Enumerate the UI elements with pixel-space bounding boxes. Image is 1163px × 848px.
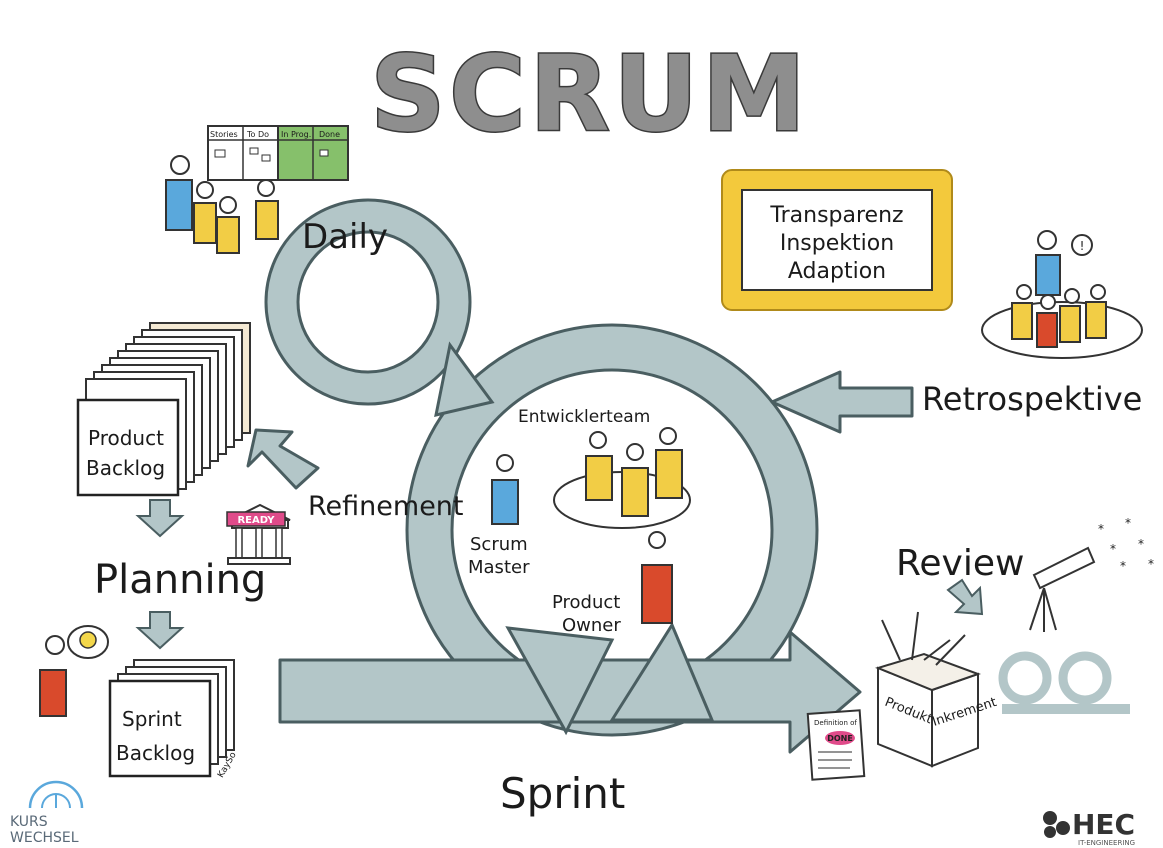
- svg-text:*: *: [1138, 537, 1144, 551]
- cycle-arrowhead-bottom: [505, 626, 615, 736]
- board-col-stories: Stories: [210, 130, 238, 139]
- definition-of-done-paper: [806, 709, 866, 781]
- svg-text:*: *: [1098, 522, 1104, 536]
- product-backlog-stack: [76, 322, 251, 497]
- increment-box: [875, 611, 981, 768]
- retrospektive-label: Retrospektive: [922, 380, 1142, 418]
- kurswechsel-logo-line1: KURS: [10, 814, 48, 830]
- hec-logo-icon: [1043, 811, 1070, 838]
- product-backlog-label-2: Backlog: [86, 456, 165, 480]
- mini-cycles-icon: [998, 651, 1130, 714]
- review-arrow: [946, 578, 984, 616]
- planning-label: Planning: [94, 557, 266, 603]
- svg-text:!: !: [1080, 239, 1085, 253]
- task-board: [207, 125, 349, 181]
- refinement-label: Refinement: [308, 491, 464, 522]
- scrum-master-icon: [491, 454, 519, 525]
- page-title: SCRUM: [370, 33, 809, 155]
- done-label: DONE: [827, 734, 853, 743]
- retro-arrow: [770, 370, 914, 434]
- scrum-master-label-2: Master: [468, 557, 530, 578]
- definition-of-label: Definition of: [814, 719, 857, 727]
- ready-gate: [226, 503, 291, 565]
- hec-logo-sub: IT-ENGINEERING: [1078, 839, 1135, 847]
- value-adaption: Adaption: [788, 259, 886, 284]
- sprint-label: Sprint: [500, 769, 625, 818]
- board-col-inprog: In Prog.: [281, 130, 311, 139]
- svg-text:*: *: [1110, 542, 1116, 556]
- values-frame: [721, 169, 953, 311]
- svg-text:*: *: [1148, 557, 1154, 571]
- idea-person-icon: [39, 625, 109, 717]
- value-transparenz: Transparenz: [769, 203, 903, 228]
- sprint-backlog-label-2: Backlog: [116, 741, 195, 765]
- product-backlog-label-1: Product: [88, 426, 164, 450]
- scrum-master-label-1: Scrum: [470, 534, 528, 555]
- svg-text:*: *: [1125, 516, 1131, 530]
- daily-label: Daily: [302, 217, 388, 257]
- hec-logo-brand: HEC: [1072, 808, 1135, 841]
- product-owner-icon: [641, 531, 673, 624]
- daily-cycle: [264, 198, 495, 417]
- daily-team-icon: [165, 155, 279, 254]
- value-inspektion: Inspektion: [780, 231, 894, 256]
- board-col-done: Done: [319, 130, 340, 139]
- entwicklerteam-label: Entwicklerteam: [518, 407, 650, 427]
- kurswechsel-logo-icon: [28, 780, 84, 809]
- telescope-icon: [1029, 546, 1096, 632]
- ready-label: READY: [237, 515, 275, 526]
- cycle-arrowhead-right: [609, 621, 715, 722]
- developer-team-icon: [553, 427, 691, 529]
- board-col-todo: To Do: [246, 130, 269, 139]
- refinement-arrow: [246, 428, 320, 490]
- sprint-backlog-stack: [108, 659, 235, 778]
- down-arrow-sprint-backlog: [135, 611, 185, 650]
- review-label: Review: [896, 543, 1024, 584]
- stars-icon: * * * * * *: [1098, 516, 1154, 573]
- svg-text:*: *: [1120, 559, 1126, 573]
- down-arrow-planning: [135, 499, 185, 538]
- product-owner-label-2: Owner: [562, 615, 621, 636]
- product-owner-label-1: Product: [552, 592, 620, 613]
- sprint-backlog-label-1: Sprint: [122, 707, 182, 731]
- kurswechsel-logo-line2: WECHSEL: [10, 830, 79, 846]
- retro-team-icon: !: [981, 230, 1143, 359]
